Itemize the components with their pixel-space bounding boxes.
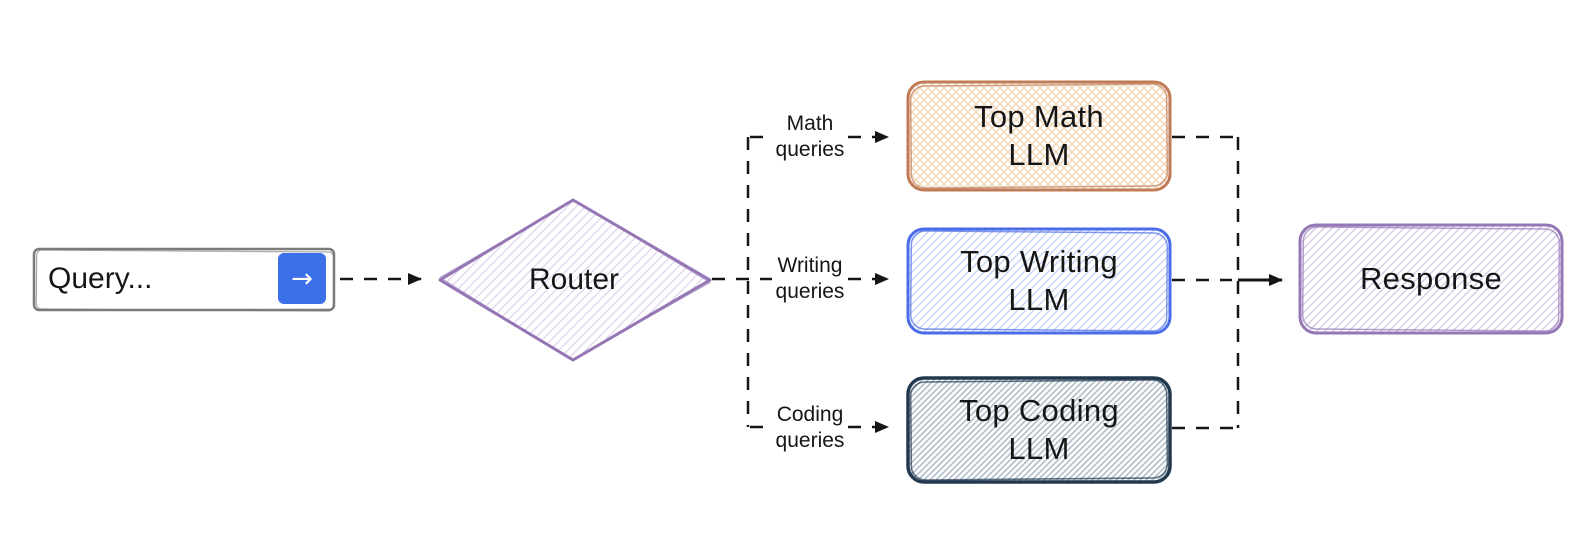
branch-label-coding-queries: Coding queries	[775, 403, 845, 452]
query-input[interactable]: Query... →	[33, 247, 335, 311]
router-node-shape-echo	[439, 199, 711, 361]
response-node-label: Response	[1360, 261, 1502, 296]
math-llm-node-label: Top Math LLM	[974, 99, 1104, 172]
response-node-shape-echo	[1301, 226, 1561, 332]
arrow-right-icon: →	[291, 263, 313, 294]
branch-label-math-queries: Math queries	[775, 112, 845, 161]
query-input-border-echo	[35, 249, 335, 312]
math-llm-node-shape-echo	[909, 83, 1169, 189]
writing-llm-node-shape	[906, 227, 1172, 335]
coding-llm-node-shape-echo	[909, 379, 1169, 481]
coding-llm-node-label: Top Coding LLM	[959, 393, 1119, 466]
coding-llm-node-shape	[906, 376, 1172, 484]
branch-label-writing-queries: Writing queries	[775, 254, 845, 303]
send-button[interactable]: →	[278, 253, 326, 304]
writing-llm-node-shape-echo	[909, 230, 1169, 332]
query-input-value: Query...	[48, 262, 153, 295]
math-llm-node-shape	[906, 80, 1172, 192]
writing-llm-node-label: Top Writing LLM	[960, 244, 1118, 317]
response-node-shape	[1298, 223, 1564, 335]
router-node-label: Router	[528, 263, 620, 296]
